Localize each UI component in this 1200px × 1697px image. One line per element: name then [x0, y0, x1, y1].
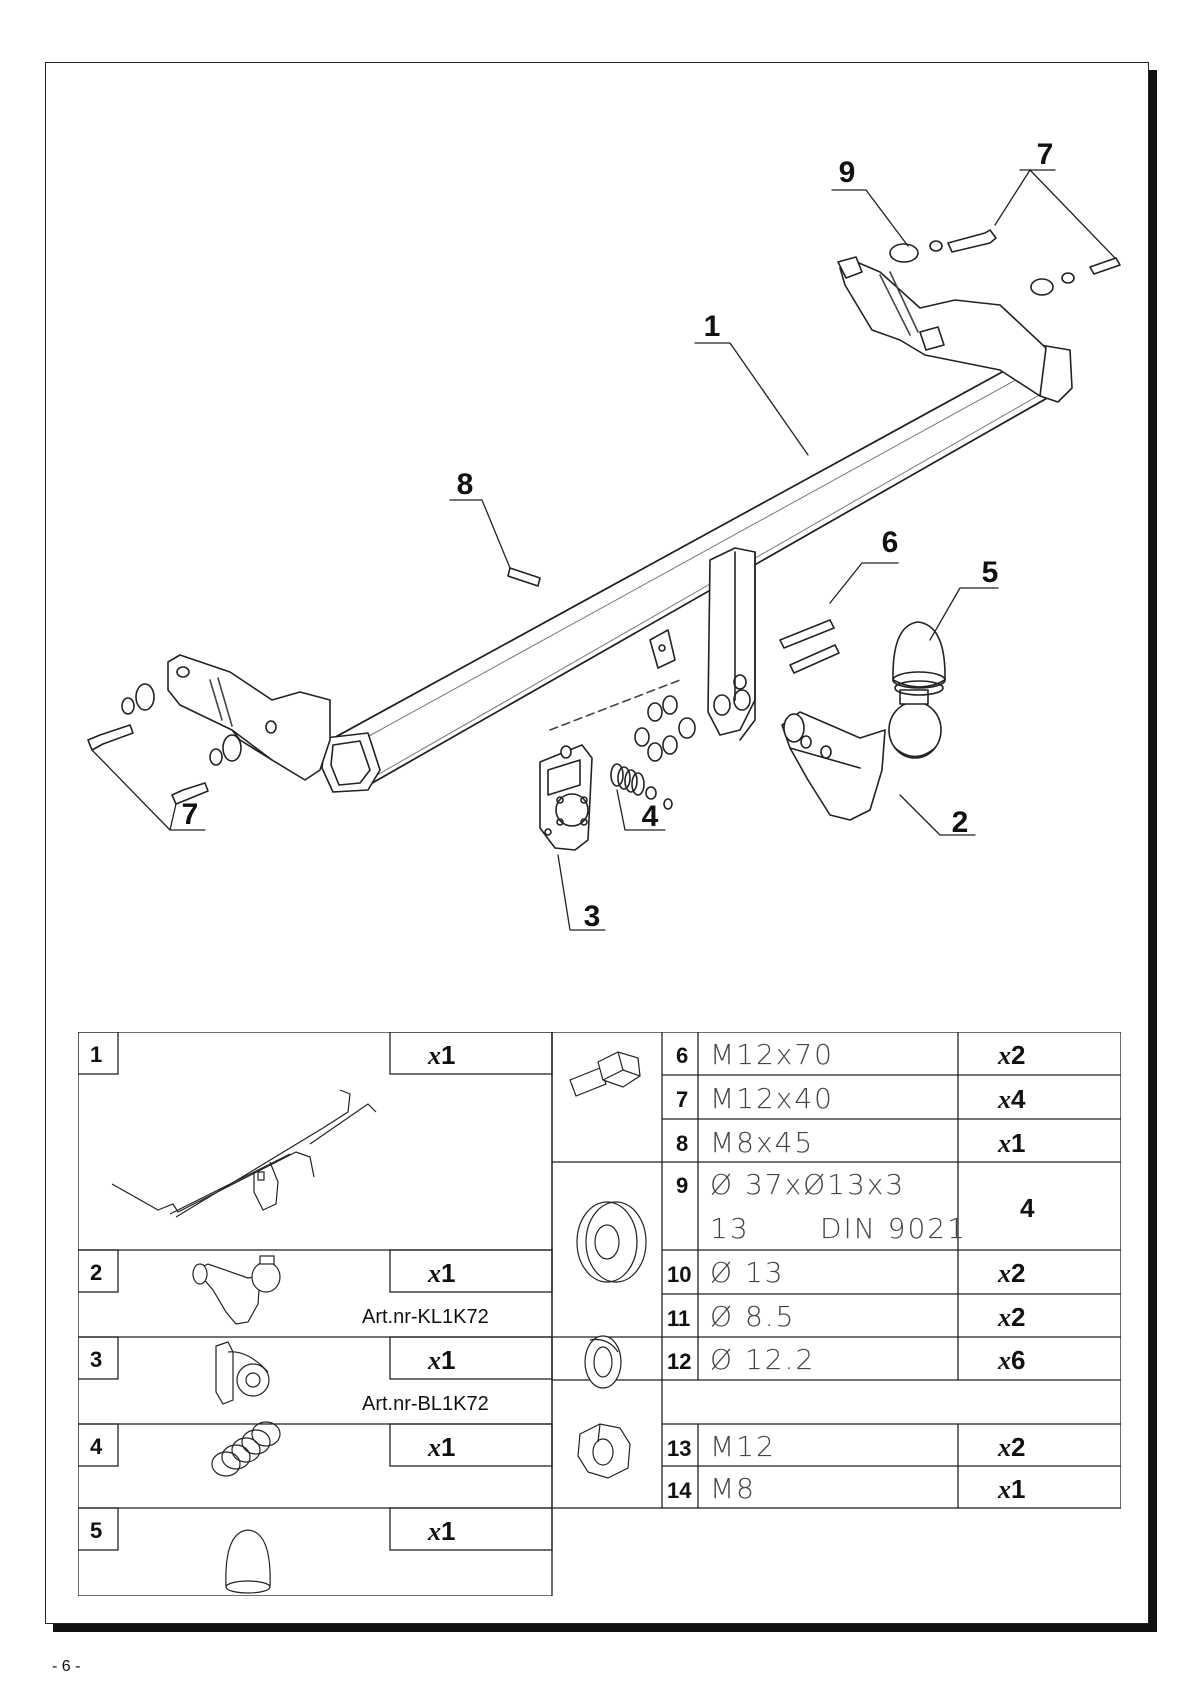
- part-number-14: 14: [667, 1478, 692, 1503]
- part-qty-5: x1: [428, 1516, 456, 1546]
- part-qty-3: x1: [428, 1345, 456, 1375]
- callout-7-right: 7: [1036, 138, 1054, 171]
- part-number-4: 4: [90, 1434, 103, 1459]
- thumb-nut: [577, 1423, 631, 1479]
- part-qty-10: x2: [998, 1258, 1026, 1288]
- callout-1: 1: [703, 310, 721, 343]
- spec-9-line1: Ø 37xØ13x3: [710, 1168, 906, 1201]
- callout-8: 8: [456, 468, 474, 501]
- part-number-11: 11: [667, 1306, 691, 1331]
- exploded-assembly-drawing: [87, 169, 1121, 931]
- thumb-spring: [211, 1421, 281, 1477]
- callout-2: 2: [951, 806, 969, 839]
- part-qty-6: x2: [998, 1040, 1026, 1070]
- washers-and-nuts: [121, 240, 1075, 810]
- thumb-crossbar: [111, 1089, 377, 1218]
- callout-9: 9: [838, 156, 856, 189]
- spec-11: Ø 8.5: [710, 1300, 796, 1333]
- art-number-ball-neck: Art.nr-KL1K72: [362, 1306, 489, 1328]
- thumb-cap: [225, 1529, 271, 1594]
- part-qty-1: x1: [428, 1040, 456, 1070]
- part-qty-7: x4: [998, 1084, 1026, 1114]
- part-qty-9: 4: [1020, 1193, 1035, 1223]
- thumb-ball-neck: [192, 1255, 281, 1325]
- spec-7: M12x40: [710, 1082, 834, 1115]
- callout-4: 4: [641, 800, 659, 833]
- art-number-socket-plate: Art.nr-BL1K72: [362, 1393, 489, 1415]
- part-number-13: 13: [667, 1436, 692, 1461]
- ball-cover-cap: [892, 621, 946, 696]
- part-number-12: 12: [667, 1349, 692, 1374]
- part-qty-8: x1: [998, 1128, 1026, 1158]
- part-number-7: 7: [676, 1087, 689, 1112]
- part-number-3: 3: [90, 1347, 103, 1372]
- tow-bar-crossbar: [321, 344, 1073, 793]
- center-drop-plate: [649, 547, 756, 741]
- part-number-5: 5: [90, 1518, 103, 1543]
- spec-9-standard: DIN 9021: [820, 1212, 967, 1245]
- spec-13: M12: [710, 1430, 776, 1463]
- part-number-10: 10: [667, 1262, 692, 1287]
- left-mounting-bracket: [167, 654, 331, 781]
- ball-neck-part: [781, 689, 942, 821]
- spec-12: Ø 12.2: [710, 1343, 816, 1376]
- thumb-spring-washer: [584, 1335, 622, 1389]
- part-number-1: 1: [90, 1042, 103, 1067]
- thumb-socket-plate: [215, 1341, 270, 1405]
- part-number-2: 2: [90, 1260, 103, 1285]
- spec-8: M8x45: [710, 1126, 815, 1159]
- part-qty-11: x2: [998, 1302, 1026, 1332]
- socket-plate: [539, 744, 593, 851]
- part-qty-2: x1: [428, 1258, 456, 1288]
- callout-6: 6: [881, 526, 899, 559]
- callout-3: 3: [583, 900, 601, 933]
- parts-table-grid: [78, 1032, 1121, 1596]
- spring-part: [610, 763, 645, 796]
- part-number-8: 8: [676, 1131, 689, 1156]
- part-qty-13: x2: [998, 1432, 1026, 1462]
- callout-5: 5: [981, 556, 999, 589]
- spec-9-size: 13: [710, 1212, 750, 1245]
- part-qty-4: x1: [428, 1432, 456, 1462]
- spec-6: M12x70: [710, 1038, 834, 1071]
- bolts: [87, 229, 1121, 805]
- right-mounting-bracket: [837, 256, 1047, 397]
- part-qty-12: x6: [998, 1345, 1026, 1375]
- part-number-9: 9: [676, 1173, 689, 1198]
- part-qty-14: x1: [998, 1474, 1026, 1504]
- spec-10: Ø 13: [710, 1256, 785, 1289]
- thumb-washer: [576, 1201, 647, 1283]
- leader-lines: [91, 169, 1116, 931]
- part-number-6: 6: [676, 1043, 689, 1068]
- callout-7-left: 7: [181, 798, 199, 831]
- page-number: - 6 -: [52, 1658, 81, 1675]
- thumb-bolt: [569, 1051, 641, 1097]
- spec-14: M8: [710, 1472, 756, 1505]
